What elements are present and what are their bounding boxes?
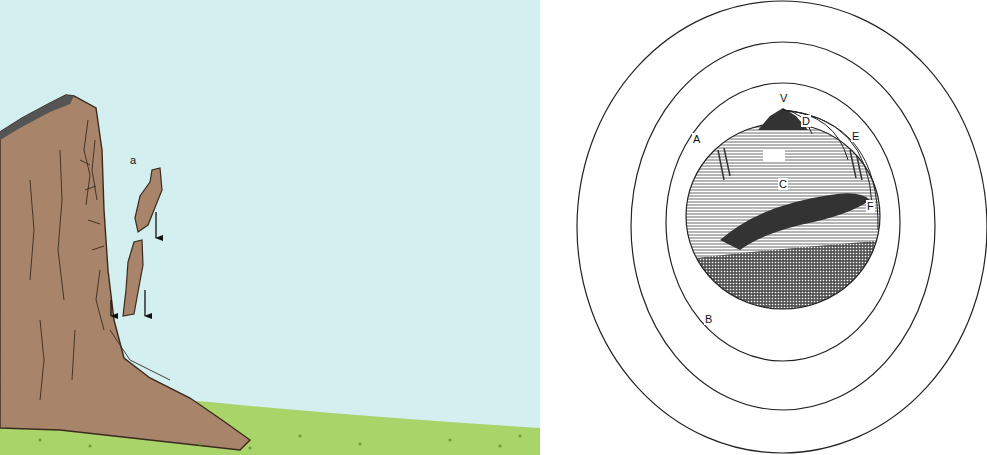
orbit: [631, 42, 935, 410]
orbit: [577, 1, 987, 453]
sky: [0, 0, 540, 455]
fall-arrows: [111, 212, 156, 316]
part-label: a: [129, 154, 137, 166]
falling-rock: [135, 168, 162, 232]
part-label: B: [704, 313, 713, 325]
part-label: C: [778, 178, 788, 190]
cliff-cracks: [30, 120, 170, 400]
part-label: V: [779, 92, 788, 104]
part-label: A: [692, 133, 701, 145]
cliff: [0, 95, 250, 450]
cliff-top: [0, 95, 74, 140]
orbit: [666, 83, 900, 361]
falling-rock: [123, 240, 143, 316]
grass-tufts: [39, 435, 522, 450]
part-label: D: [801, 115, 811, 127]
earth-outline: [686, 123, 880, 309]
trajectories: [783, 110, 878, 230]
part-label: E: [851, 130, 860, 142]
part-label: F: [866, 200, 875, 212]
